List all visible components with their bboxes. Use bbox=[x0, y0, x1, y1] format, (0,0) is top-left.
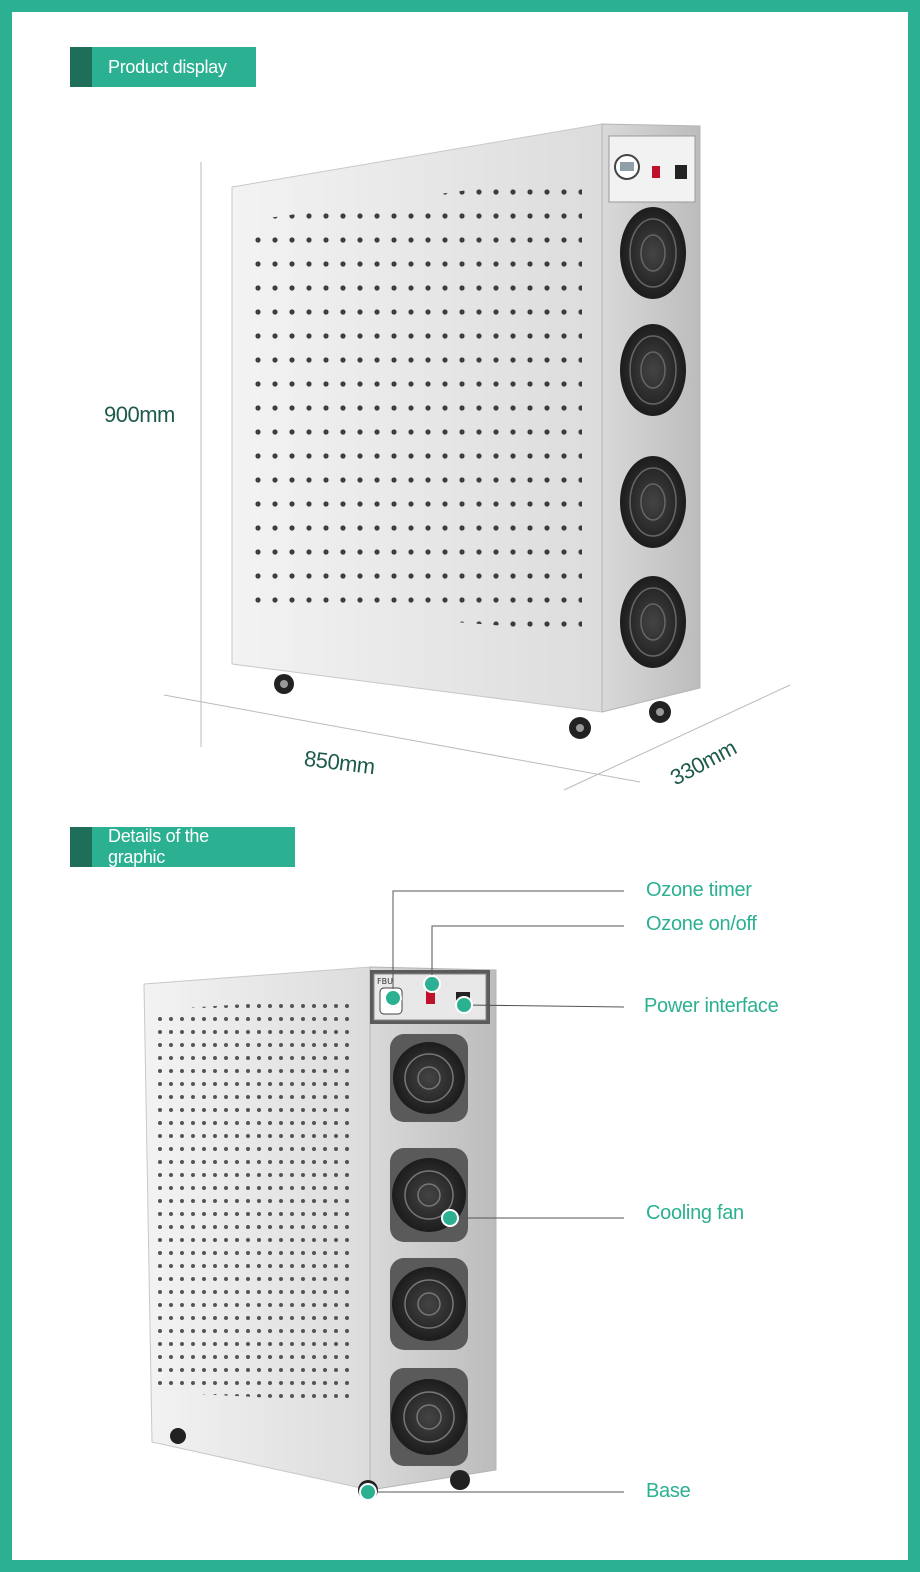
wheel-icon bbox=[450, 1470, 470, 1490]
callout-power-interface: Power interface bbox=[644, 995, 779, 1017]
callout-lines bbox=[368, 890, 625, 1493]
depth-guide-line bbox=[563, 684, 791, 791]
height-dimension-label: 900mm bbox=[104, 402, 175, 427]
power-leader-line bbox=[463, 1004, 625, 1008]
onoff-marker-dot bbox=[423, 975, 441, 993]
width-guide-line bbox=[163, 694, 641, 783]
section-title-details: Details of the graphic bbox=[70, 826, 295, 867]
callout-cooling-fan: Cooling fan bbox=[646, 1202, 744, 1224]
section-title-text: Product display bbox=[108, 56, 227, 77]
section-title-product-display: Product display bbox=[70, 47, 256, 87]
detail-perforation bbox=[154, 997, 352, 1402]
timer-display-icon bbox=[620, 162, 634, 171]
product-illustration: FBU bbox=[143, 123, 791, 1501]
onoff-leader-line bbox=[431, 925, 624, 984]
switch-icon bbox=[426, 991, 435, 1004]
section-title-text: Details of the graphic bbox=[108, 826, 209, 867]
fan-marker-dot bbox=[441, 1209, 459, 1227]
power-socket-icon bbox=[675, 165, 687, 179]
callout-base: Base bbox=[646, 1480, 691, 1502]
fans-group bbox=[620, 207, 686, 668]
front-perforation bbox=[254, 174, 582, 632]
panel-brand: FBU bbox=[377, 977, 393, 986]
wheels bbox=[274, 674, 671, 739]
power-marker-dot bbox=[455, 996, 473, 1014]
base-marker-dot bbox=[359, 1483, 377, 1501]
callout-dots bbox=[359, 975, 473, 1501]
timer-marker-dot bbox=[384, 989, 402, 1007]
wheel-icon bbox=[170, 1428, 186, 1444]
fan-icon bbox=[392, 1267, 466, 1341]
detail-fans bbox=[390, 1034, 468, 1466]
fan-icon bbox=[393, 1042, 465, 1114]
timer-leader-line bbox=[392, 890, 624, 998]
callout-ozone-onoff: Ozone on/off bbox=[646, 913, 757, 935]
fan-icon bbox=[391, 1379, 467, 1455]
red-switch-icon bbox=[652, 166, 660, 178]
page: Product display bbox=[12, 12, 908, 1560]
callout-ozone-timer: Ozone timer bbox=[646, 879, 752, 901]
